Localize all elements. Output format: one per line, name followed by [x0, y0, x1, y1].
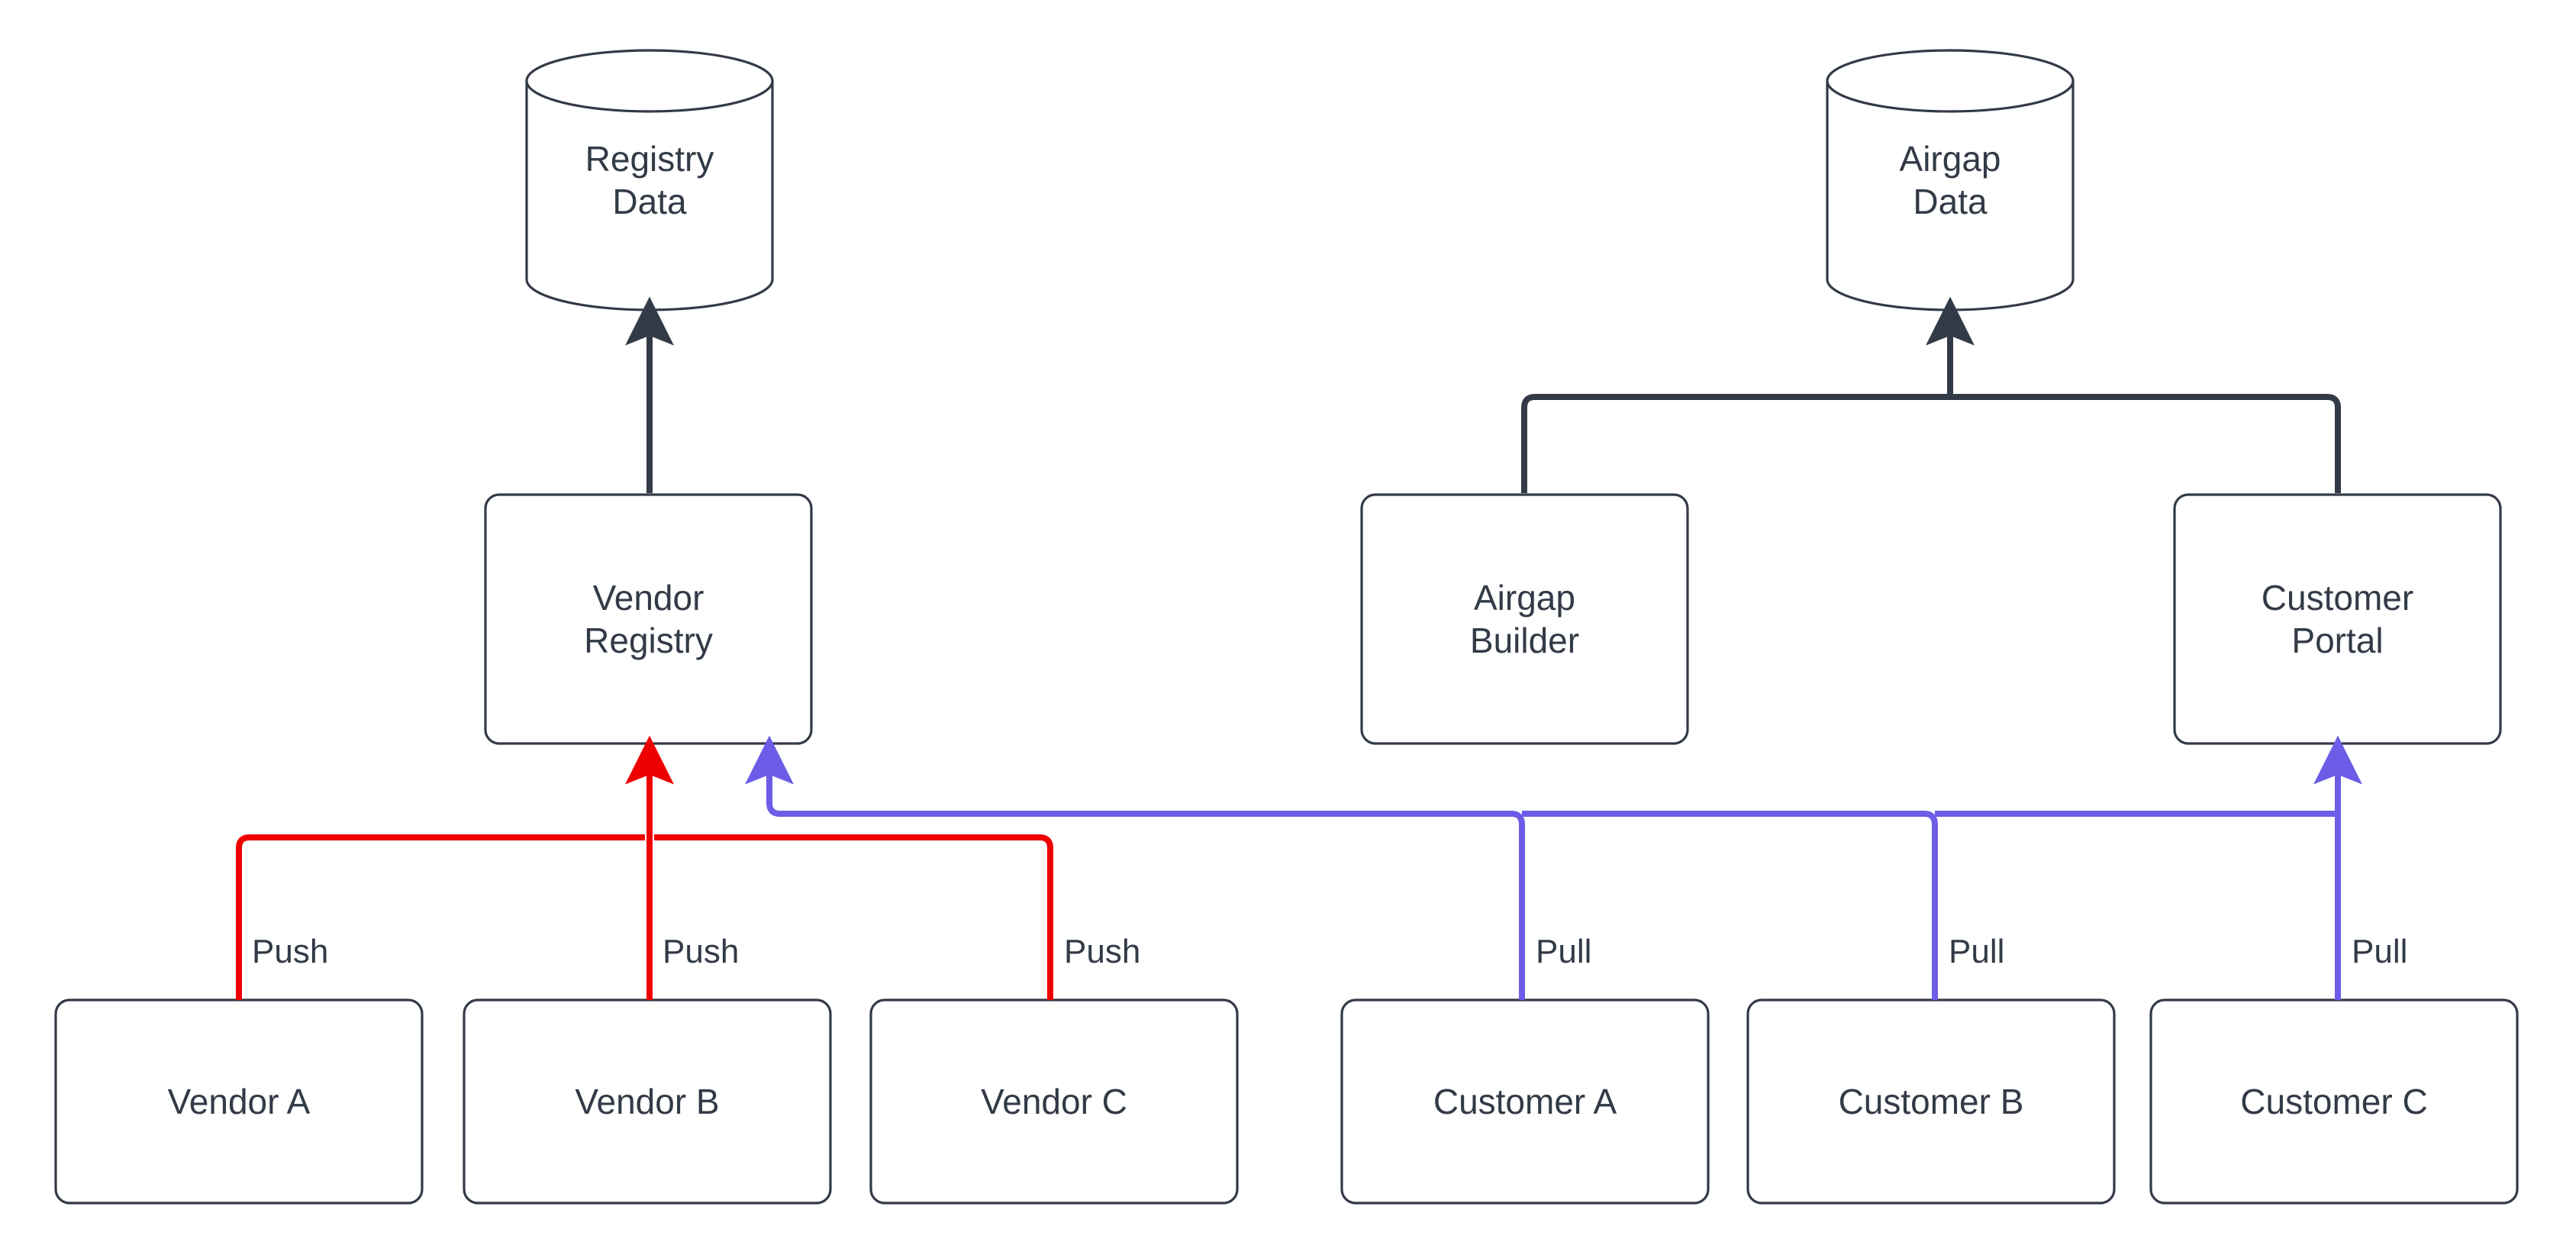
node-vendor-a[interactable] — [56, 1000, 422, 1203]
registry-data-shape — [525, 49, 774, 311]
vendor-c-shape — [869, 998, 1239, 1205]
edge-label-push-vendor-b: Push — [663, 933, 740, 970]
edge-label-pull-customer-c: Pull — [2352, 933, 2408, 970]
edge-customer-portal-to-airgap-data — [1950, 394, 2341, 493]
node-customer-a[interactable] — [1342, 1000, 1708, 1203]
airgap-builder-shape — [1360, 493, 1689, 745]
edge-label-pull-customer-a: Pull — [1536, 933, 1592, 970]
customer-c-shape — [2149, 998, 2519, 1205]
edge-push-vendor-a — [236, 834, 645, 1000]
node-vendor-registry[interactable] — [485, 495, 811, 744]
node-customer-portal[interactable] — [2175, 495, 2500, 744]
edge-pull-customer-b — [1522, 811, 1938, 1000]
customer-b-shape — [1746, 998, 2116, 1205]
edge-label-pull-customer-b: Pull — [1949, 933, 2005, 970]
edge-push-vendor-c — [654, 834, 1053, 1000]
node-vendor-c[interactable] — [871, 1000, 1237, 1203]
node-customer-c[interactable] — [2151, 1000, 2517, 1203]
edge-pull-customer-a — [745, 735, 1525, 1000]
node-customer-b[interactable] — [1748, 1000, 2114, 1203]
node-airgap-data[interactable] — [1827, 50, 2073, 302]
node-vendor-b[interactable] — [464, 1000, 830, 1203]
edge-label-push-vendor-a: Push — [252, 933, 329, 970]
edge-label-push-vendor-c: Push — [1064, 933, 1141, 970]
node-airgap-builder[interactable] — [1362, 495, 1688, 744]
node-registry-data[interactable] — [527, 50, 772, 302]
airgap-data-shape — [1826, 49, 2075, 311]
edge-airgap-builder-to-airgap-data — [1521, 394, 1950, 493]
